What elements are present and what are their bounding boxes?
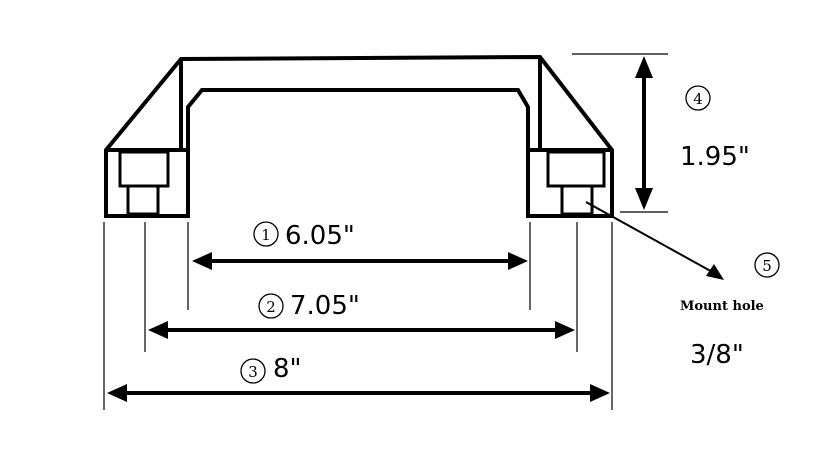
dim-2-label: 7.05": [290, 291, 360, 321]
dim-2-arrow-left: [148, 321, 168, 339]
dim-3-arrow-right: [590, 384, 610, 402]
mount-hole-label: Mount hole: [680, 299, 764, 314]
dimension-2: 2 7.05": [148, 291, 575, 339]
dimension-3: 3 8": [107, 354, 610, 402]
dim-1-marker-text: 1: [261, 226, 271, 244]
dim-5-marker: [754, 252, 780, 278]
dim-3-marker: [240, 358, 266, 384]
mount-hole-leader-arrow: [706, 264, 724, 280]
dim-4-marker-text: 4: [693, 90, 703, 108]
dim-1-arrow-right: [508, 252, 528, 270]
dim-4-arrow-top: [635, 56, 653, 78]
dim-1-arrow-left: [192, 252, 212, 270]
dimension-4: 4 1.95": [635, 56, 750, 210]
left-mount-hole-shaft: [126, 184, 160, 216]
dim-2-arrow-right: [555, 321, 575, 339]
mount-hole-leader-line: [585, 201, 717, 275]
dim-4-label: 1.95": [680, 142, 750, 172]
dim-2-marker: [258, 293, 284, 319]
dim-1-marker: [253, 221, 279, 247]
handle-drawing: [104, 54, 614, 218]
dim-5-marker-text: 5: [762, 257, 772, 275]
right-mount-hole-shaft: [560, 184, 594, 216]
dim-1-label: 6.05": [285, 221, 355, 251]
left-mount-hole-head: [118, 150, 170, 188]
dim-4-marker: [685, 85, 711, 111]
dim-3-marker-text: 3: [248, 363, 258, 381]
dim-2-marker-text: 2: [266, 298, 276, 316]
dim-4-arrow-bottom: [635, 188, 653, 210]
dim-5-label: 3/8": [690, 340, 744, 370]
dimension-1: 1 6.05": [192, 221, 528, 270]
dim-3-label: 8": [273, 354, 302, 384]
extension-lines: [103, 53, 668, 410]
right-mount-hole-head: [546, 150, 606, 188]
dimension-5: 5 Mount hole 3/8": [585, 201, 780, 370]
dim-3-arrow-left: [107, 384, 127, 402]
